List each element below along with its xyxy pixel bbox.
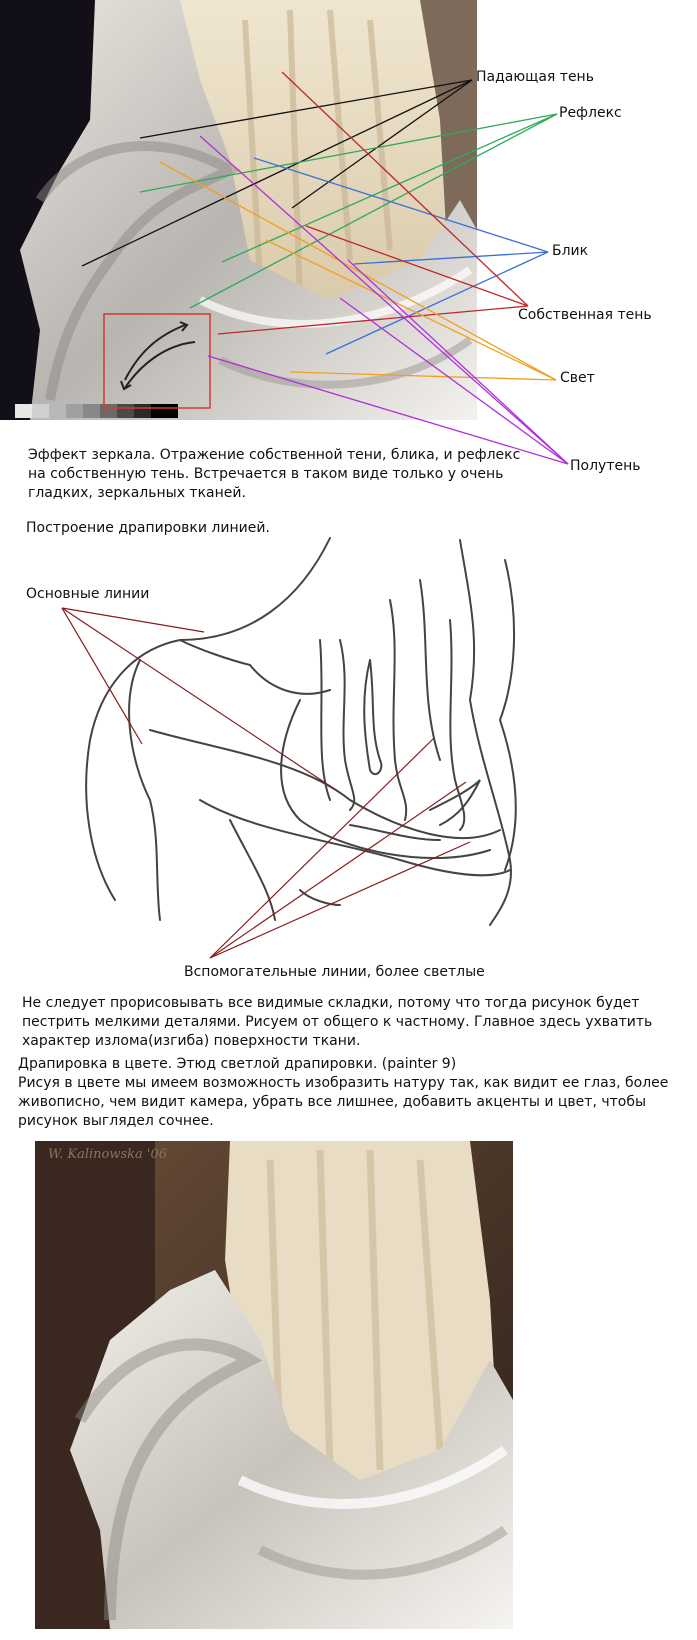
color-section-line: живописно, чем видит камера, убрать все … xyxy=(18,1094,647,1110)
label-highlight: Блик xyxy=(552,243,589,259)
color-section-line: Рисуя в цвете мы имеем возможность изобр… xyxy=(18,1075,669,1091)
color-section-line: рисунок выглядел сочнее. xyxy=(18,1113,214,1129)
line-section-heading: Построение драпировки линией. xyxy=(26,520,270,536)
color-section: Драпировка в цвете. Этюд светлой драпиро… xyxy=(18,1055,668,1131)
label-halftone: Полутень xyxy=(570,458,641,474)
mirror-caption-line: гладких, зеркальных тканей. xyxy=(28,485,246,501)
advice-text: Не следует прорисовывать все видимые скл… xyxy=(22,994,652,1051)
label-aux-lines: Вспомогательные линии, более светлые xyxy=(184,964,485,980)
mirror-caption-line: на собственную тень. Встречается в таком… xyxy=(28,466,504,482)
advice-line: пестрить мелкими деталями. Рисуем от общ… xyxy=(22,1014,653,1030)
mirror-caption-line: Эффект зеркала. Отражение собственной те… xyxy=(28,447,521,463)
label-cast-shadow: Падающая тень xyxy=(476,69,594,85)
painting-signature: W. Kalinowska '06 xyxy=(48,1147,168,1162)
advice-line: характер излома(изгиба) поверхности ткан… xyxy=(22,1033,361,1049)
mirror-caption: Эффект зеркала. Отражение собственной те… xyxy=(28,446,520,503)
color-section-title: Драпировка в цвете. Этюд светлой драпиро… xyxy=(18,1056,457,1072)
label-reflex: Рефлекс xyxy=(559,105,622,121)
label-main-lines: Основные линии xyxy=(26,586,150,602)
advice-line: Не следует прорисовывать все видимые скл… xyxy=(22,995,640,1011)
label-light: Свет xyxy=(560,370,595,386)
label-own-shadow: Собственная тень xyxy=(518,307,652,323)
